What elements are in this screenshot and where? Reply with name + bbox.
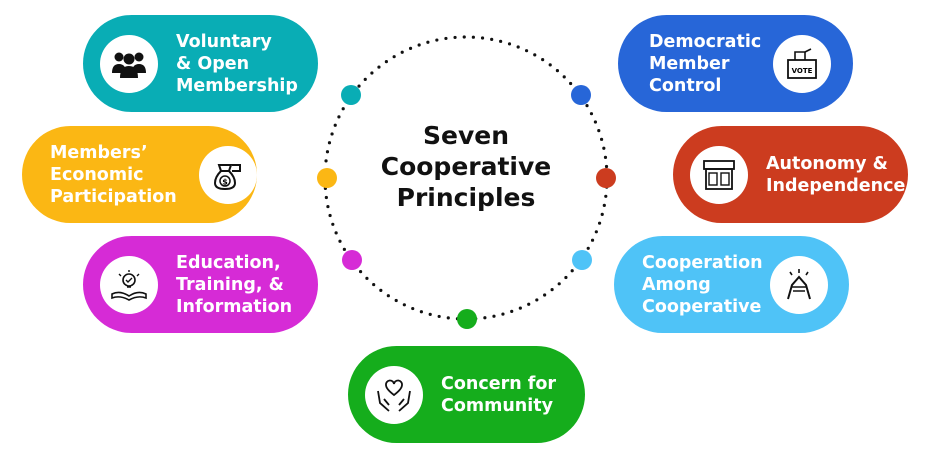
principle-label: Voluntary & Open Membership: [176, 31, 298, 96]
node-dot-voluntary: [341, 85, 361, 105]
diagram-title: Seven Cooperative Principles: [380, 121, 552, 212]
node-dot-democratic: [571, 85, 591, 105]
ballot-box-icon: VOTE: [773, 34, 831, 93]
people-icon: [100, 34, 158, 93]
principle-label: Cooperation Among Cooperative: [642, 252, 763, 317]
money-bag-icon: $: [199, 145, 257, 204]
svg-text:$: $: [222, 177, 228, 186]
book-lightbulb-icon: [100, 255, 158, 314]
principle-voluntary-membership: Voluntary & Open Membership: [83, 15, 318, 112]
principle-label: Education, Training, & Information: [176, 252, 293, 317]
node-dot-education: [342, 250, 362, 270]
principle-label: Members’ Economic Participation: [50, 142, 177, 207]
storefront-icon: [690, 145, 748, 204]
principle-education-training: Education, Training, & Information: [83, 236, 318, 333]
node-dot-community: [457, 309, 477, 329]
handshake-icon: [770, 255, 828, 314]
principle-label: Democratic Member Control: [649, 31, 762, 96]
principle-economic-participation: Members’ Economic Participation $: [22, 126, 257, 223]
node-dot-cooperation: [572, 250, 592, 270]
principle-autonomy-independence: Autonomy & Independence: [673, 126, 908, 223]
heart-hands-icon: [365, 365, 423, 424]
principle-concern-community: Concern for Community: [348, 346, 585, 443]
node-dot-autonomy: [596, 168, 616, 188]
principle-label: Concern for Community: [441, 373, 557, 416]
principle-democratic-control: Democratic Member Control VOTE: [618, 15, 853, 112]
node-dot-economic: [317, 168, 337, 188]
vote-label: VOTE: [792, 67, 813, 75]
principle-label: Autonomy & Independence: [766, 153, 906, 196]
principle-cooperation-among-cooperatives: Cooperation Among Cooperative: [614, 236, 849, 333]
